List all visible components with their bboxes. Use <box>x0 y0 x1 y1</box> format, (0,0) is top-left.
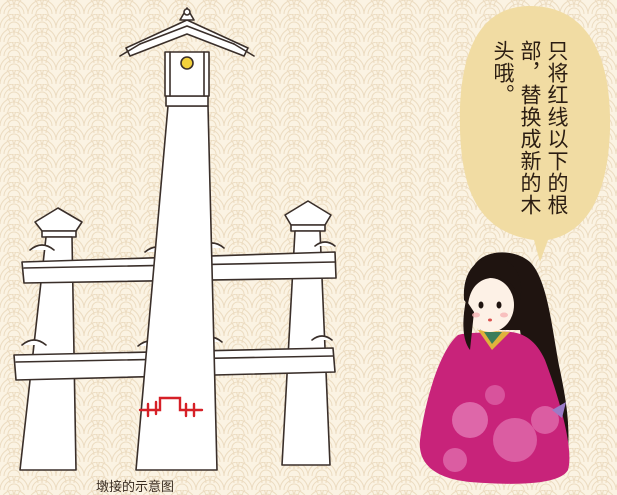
kimono-girl <box>419 252 570 484</box>
central-pillar <box>119 7 255 471</box>
red-splice-mark <box>138 396 204 418</box>
speech-bubble-text: 只将红线以下的根部，替换成新的木头哦。 <box>491 40 569 216</box>
speech-bubble <box>459 6 611 262</box>
diagram-caption: 墩接的示意图 <box>96 480 175 495</box>
right-post <box>281 200 332 466</box>
